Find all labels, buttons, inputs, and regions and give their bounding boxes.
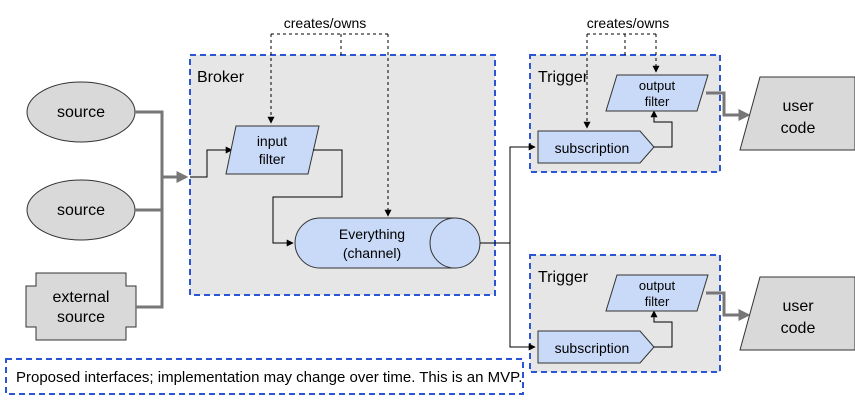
input-filter-line2: filter (259, 151, 286, 167)
trigger-bottom-title: Trigger (538, 269, 589, 286)
edge-output-filter-to-user-code-top (706, 91, 751, 121)
external-source-line2: source (57, 309, 105, 326)
user-code-top-line2: code (781, 120, 816, 137)
external-source-line1: external (53, 289, 110, 306)
note-box: Proposed interfaces; implementation may … (5, 358, 524, 395)
input-filter-line1: input (257, 133, 287, 149)
output-filter-bottom-line1: output (639, 278, 676, 293)
edge-input-filter-to-channel (272, 149, 343, 247)
subscription-node-top: subscription (537, 130, 655, 164)
channel-line2: (channel) (343, 245, 401, 261)
user-code-bottom-line2: code (781, 320, 816, 337)
user-code-bottom-line1: user (782, 298, 814, 315)
output-filter-node-top: output filter (605, 74, 709, 112)
edge-subscription-to-output-filter-bottom (650, 310, 673, 348)
external-source-node: external source (25, 272, 137, 341)
creates-owns-left-label: creates/owns (284, 15, 366, 31)
broker-title: Broker (197, 69, 245, 86)
trigger-top-title: Trigger (538, 69, 589, 86)
user-code-node-bottom: user code (739, 276, 855, 351)
source-node-2: source (26, 179, 136, 241)
source-merge-lines (135, 110, 189, 309)
edge-channel-to-trigger-bottom (509, 243, 536, 351)
channel-node: Everything (channel) (294, 217, 481, 269)
output-filter-top-line2: filter (645, 94, 670, 109)
source-node-1: source (26, 81, 136, 143)
subscription-bottom-label: subscription (555, 340, 630, 356)
subscription-node-bottom: subscription (537, 330, 655, 364)
source-2-label: source (57, 202, 105, 219)
user-code-node-top: user code (739, 76, 855, 151)
output-filter-top-line1: output (639, 78, 676, 93)
creates-owns-right-label: creates/owns (587, 15, 669, 31)
edge-broker-to-input-filter (190, 146, 233, 178)
output-filter-node-bottom: output filter (605, 274, 709, 312)
source-1-label: source (57, 104, 105, 121)
subscription-top-label: subscription (555, 140, 630, 156)
note-text: Proposed interfaces; implementation may … (16, 369, 522, 386)
edge-output-filter-to-user-code-bottom (706, 291, 751, 321)
edge-channel-to-trigger-top (480, 143, 536, 244)
edge-subscription-to-output-filter-top (650, 110, 673, 148)
creates-owns-left-connector (271, 33, 388, 55)
creates-owns-right-connector (587, 33, 656, 55)
input-filter-node: input filter (225, 125, 320, 175)
user-code-top-line1: user (782, 98, 814, 115)
output-filter-bottom-line2: filter (645, 294, 670, 309)
channel-line1: Everything (339, 226, 405, 242)
